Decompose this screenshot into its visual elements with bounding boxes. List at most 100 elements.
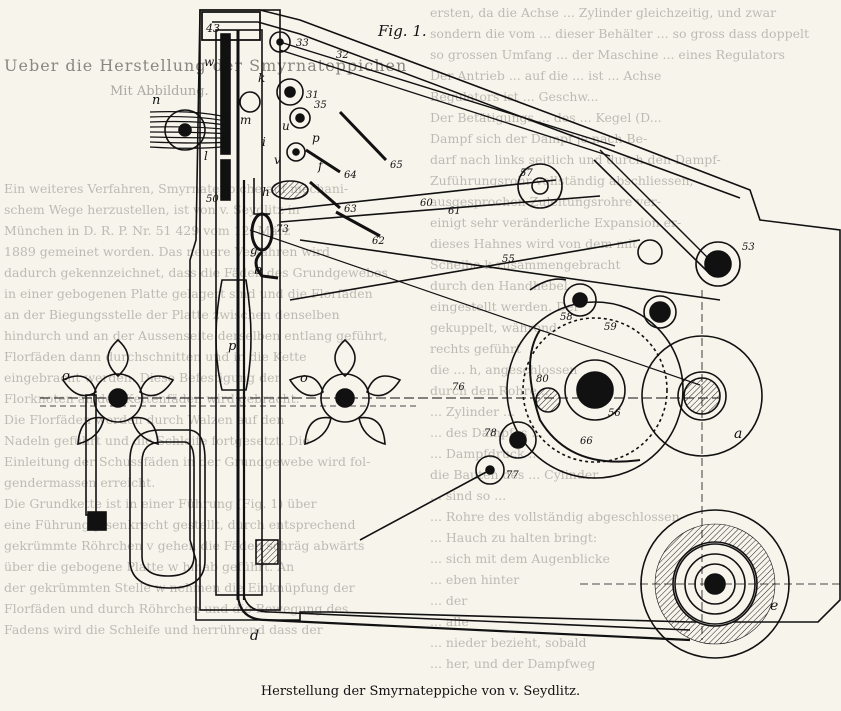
- label-v: v: [274, 153, 281, 167]
- background-line: Fadens wird die Schleife und herrührend …: [4, 622, 323, 637]
- paddle-p: [215, 279, 252, 391]
- lever-60: [279, 179, 557, 211]
- background-line: Nadeln geführt und die Schleife fortgese…: [4, 433, 310, 448]
- background-line: die Bauten des ... Cylinder: [430, 467, 599, 482]
- label-59: 59: [604, 322, 617, 333]
- background-line: ... alle: [430, 614, 469, 629]
- pulley-upper: [637, 239, 663, 265]
- label-d: d: [250, 628, 259, 644]
- background-line: gendermassen erreicht.: [4, 475, 156, 490]
- background-line: Florfäden dann durchschnitten und in die…: [4, 349, 307, 364]
- label-56: 56: [608, 408, 621, 419]
- background-line: schem Wege herzustellen, ist von v. Seyd…: [4, 202, 300, 217]
- label-60: 60: [420, 198, 433, 209]
- label-e: e: [770, 598, 778, 614]
- background-line: Die Florfäden werden durch Walzen auf de…: [4, 412, 285, 427]
- background-line: Der Antrieb ... auf die ... ist ... Achs…: [430, 68, 662, 83]
- label-61: 61: [448, 206, 461, 217]
- background-line: einigt sehr veränderliche Expansion er-: [430, 215, 682, 230]
- long-rod: [249, 229, 701, 386]
- label-p-mid: p: [228, 339, 237, 354]
- figure-label: Fig. 1.: [377, 22, 427, 40]
- label-80: 80: [536, 374, 549, 385]
- lever-53b: [593, 159, 709, 273]
- label-i: i: [262, 135, 266, 149]
- label-o-right: o: [300, 371, 308, 386]
- label-l: l: [204, 149, 208, 163]
- label-77: 77: [506, 470, 519, 481]
- wheel-56-rim: [506, 301, 684, 479]
- background-line: ... Zylinder ...: [430, 404, 515, 419]
- label-31: 31: [306, 90, 319, 101]
- plate-h: [253, 178, 270, 215]
- roller-n-hub: [178, 123, 192, 137]
- drum-a: [677, 371, 727, 421]
- figure-caption: Herstellung der Smyrnateppiche von v. Se…: [260, 684, 581, 699]
- background-line: 1889 gemeinet worden. Das neuere Verfahr…: [4, 244, 331, 259]
- background-line: gekuppelt, während: [430, 320, 558, 335]
- background-line: Regulators ist ... Geschw...: [430, 89, 599, 104]
- label-66: 66: [580, 436, 593, 447]
- background-line: ... nieder bezieht, sobald: [430, 635, 587, 650]
- background-line: ... her, und der Dampfweg: [430, 656, 596, 671]
- label-43: 43: [205, 22, 220, 35]
- background-text-right: ersten, da die Achse ... Zylinder gleich…: [430, 2, 841, 682]
- label-f: f: [317, 159, 325, 173]
- cam-track-66: [529, 329, 641, 463]
- label-78: 78: [484, 428, 497, 439]
- roller-35: [289, 107, 311, 129]
- background-line: rechts geführt: [430, 341, 521, 356]
- label-64: 64: [344, 170, 357, 181]
- label-55: 55: [502, 254, 515, 265]
- label-65: 65: [390, 160, 403, 171]
- background-line: ... eben hinter: [430, 572, 520, 587]
- background-line: durch den Handhebel: [430, 278, 568, 293]
- background-heading: Ueber die Herstellung der Smyrnateppiche…: [4, 56, 408, 75]
- background-line: eingestellt werden. Der: [430, 299, 580, 314]
- wheel-56-inner: [522, 317, 668, 463]
- label-33: 33: [296, 38, 309, 49]
- roller-n: [164, 109, 206, 151]
- lower-loop: [129, 429, 206, 589]
- label-57: 57: [520, 168, 533, 179]
- wheel-53: [695, 241, 741, 287]
- label-63: 63: [344, 204, 357, 215]
- background-line: an der Biegungsstelle der Platte zwische…: [4, 307, 340, 322]
- background-line: ... der: [430, 593, 468, 608]
- gear-78: [499, 421, 537, 459]
- lever-61: [279, 195, 601, 223]
- top-block: [201, 11, 261, 41]
- roller-33: [269, 31, 291, 53]
- label-k: k: [258, 71, 265, 85]
- label-n: n: [152, 93, 160, 108]
- part-labels: Fig. 1. 43 w 33 n 32 k 31 35 m u p i v l…: [62, 22, 778, 644]
- gear-58: [563, 283, 597, 317]
- lever-52b: [279, 49, 611, 157]
- background-line: ... Hauch zu halten bringt:: [430, 530, 598, 545]
- cam-f: [271, 180, 309, 200]
- frame-inner: [212, 21, 741, 199]
- pin-63: [309, 180, 341, 210]
- background-line: Der Betätigungs ... des ... Kegel (D...: [430, 110, 662, 125]
- arrow-curve: [529, 278, 567, 291]
- background-line: dieses Hahnes wird von dem mit: [430, 236, 638, 251]
- link-77: [359, 469, 491, 541]
- lever-59: [289, 239, 641, 301]
- label-53: 53: [742, 242, 755, 253]
- label-50: 50: [206, 194, 219, 205]
- background-line: über die gebogene Platte w hinab geführt…: [4, 559, 295, 574]
- cloth-d: [236, 595, 691, 642]
- label-32: 32: [336, 50, 349, 61]
- pin-62: [335, 210, 381, 238]
- background-line: eingebracht werden. Diese Befestigung de…: [4, 370, 281, 385]
- label-u: u: [282, 119, 290, 133]
- drum-a-outer: [641, 335, 763, 457]
- label-73: 73: [276, 224, 289, 235]
- background-line: dadurch gekennzeichnet, dass die Fäden d…: [4, 265, 388, 280]
- gear-59: [643, 295, 677, 329]
- label-62: 62: [372, 236, 385, 247]
- thread-bundle: [149, 111, 231, 149]
- label-b: b: [254, 263, 262, 278]
- background-line: Florfäden und durch Röhrchen und die Bew…: [4, 601, 349, 616]
